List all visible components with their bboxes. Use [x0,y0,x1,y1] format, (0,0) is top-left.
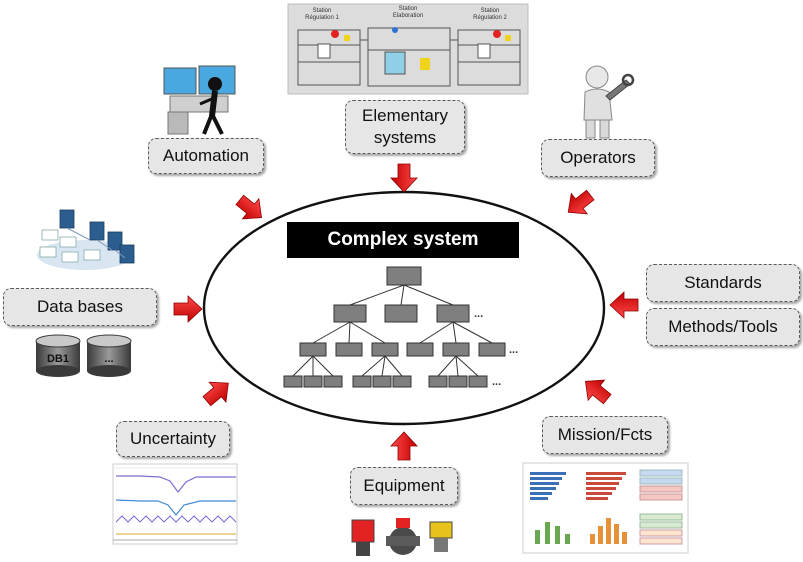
complex-system-title: Complex system [287,222,519,258]
equipment-image [351,518,453,556]
methods-tools-label: Methods/Tools [646,308,800,346]
tree-node [371,342,399,357]
operators-label-text: Operators [560,147,636,167]
svg-text:Régulation 2: Régulation 2 [473,15,507,21]
operators-label: Operators [541,139,655,177]
database-cylinder-db1: DB1 [35,334,81,377]
tree-node [442,342,470,357]
tree-node [392,375,412,388]
tree-node [283,375,303,388]
station-panel-image: Station Régulation 1 Station Elaboration… [287,3,529,95]
tree-node [436,304,470,323]
arrow-uncertainty [198,372,238,412]
standards-label: Standards [646,264,800,302]
automation-image [163,65,236,135]
automation-label-text: Automation [163,145,249,165]
tree-node [372,375,392,388]
db2-label: ... [104,353,113,365]
svg-text:Station: Station [313,8,332,14]
mission-dashboard-image [522,462,689,554]
tree-node [352,375,372,388]
arrow-automation [231,189,271,229]
tree-node [406,342,434,357]
db1-label: DB1 [47,353,69,365]
standards-label-text: Standards [684,272,762,292]
operators-image [583,65,635,139]
tree-node [335,342,363,357]
database-cylinder-db2: ... [86,334,132,377]
tree-node [323,375,343,388]
uncertainty-chart-image [112,463,238,545]
svg-text:Station: Station [399,6,418,12]
arrow-data-bases [173,295,203,323]
tree-node [448,375,468,388]
tree-node [468,375,488,388]
elementary-systems-label: Elementary systems [345,100,465,154]
network-image [37,209,135,270]
uncertainty-label-text: Uncertainty [130,428,216,448]
mission-fcts-label: Mission/Fcts [542,416,668,454]
equipment-label-text: Equipment [363,475,445,495]
svg-text:Régulation 1: Régulation 1 [305,15,339,21]
arrow-mission [576,370,616,410]
hierarchy-nodes [283,266,506,388]
tree-ellipsis-1: ... [474,308,483,320]
data-bases-label: Data bases [3,288,157,326]
svg-text:Station: Station [481,8,500,14]
tree-node [384,304,418,323]
hierarchy-tree [292,284,493,377]
tree-ellipsis-2: ... [509,344,518,356]
mission-fcts-label-text: Mission/Fcts [557,424,653,444]
tree-node [299,342,327,357]
tree-node [428,375,448,388]
tree-node [333,304,367,323]
equipment-label: Equipment [350,467,458,505]
arrow-operators [559,184,599,223]
elementary-systems-line2: systems [373,128,437,147]
tree-node-root [386,266,422,286]
tree-node [478,342,506,357]
tree-ellipsis-3: ... [492,376,501,388]
svg-text:Elaboration: Elaboration [393,13,423,19]
tree-ellipses: ... ... ... [474,308,518,388]
arrow-equipment [390,431,418,461]
data-bases-label-text: Data bases [37,296,123,316]
elementary-systems-line1: Elementary [362,105,448,125]
automation-label: Automation [148,138,264,174]
arrow-standards [609,291,639,319]
uncertainty-label: Uncertainty [116,421,230,457]
tree-node [303,375,323,388]
arrow-elementary [390,163,418,193]
methods-tools-label-text: Methods/Tools [668,316,778,336]
